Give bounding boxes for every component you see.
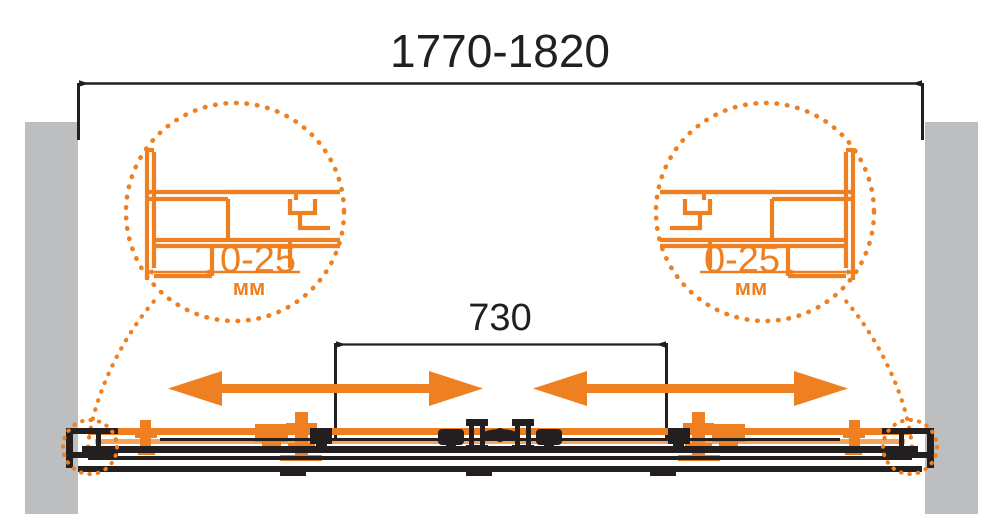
detail-right-unit: мм [735,275,768,300]
overall-dimension: 1770-1820 [77,25,924,140]
bottom-rail-assembly [66,412,934,476]
detail-circle-left: 0-25 мм [123,100,347,324]
inner-dimension-label: 730 [468,297,531,339]
profile-section-left [144,147,340,280]
wall-anchor-right [882,428,934,468]
slide-direction-arrow-left [168,371,483,406]
wall-anchor-left [66,428,118,468]
detail-left-unit: мм [233,275,266,300]
slide-direction-arrow-right [533,371,848,406]
overall-dimension-label: 1770-1820 [390,25,610,77]
detail-circle-right: 0-25 мм [653,100,877,324]
detail-bubble-left [61,418,119,476]
roller-block-1 [310,428,332,453]
detail-left-value: 0-25 [220,239,296,281]
roller-block-2 [438,429,464,453]
roller-block-3 [536,429,562,453]
profile-section-right [660,147,856,280]
inner-dimension: 730 [334,297,668,441]
detail-right-value: 0-25 [704,239,780,281]
detail-bubble-right [881,418,939,476]
roller-block-4 [668,428,690,453]
center-coupler [482,428,518,442]
